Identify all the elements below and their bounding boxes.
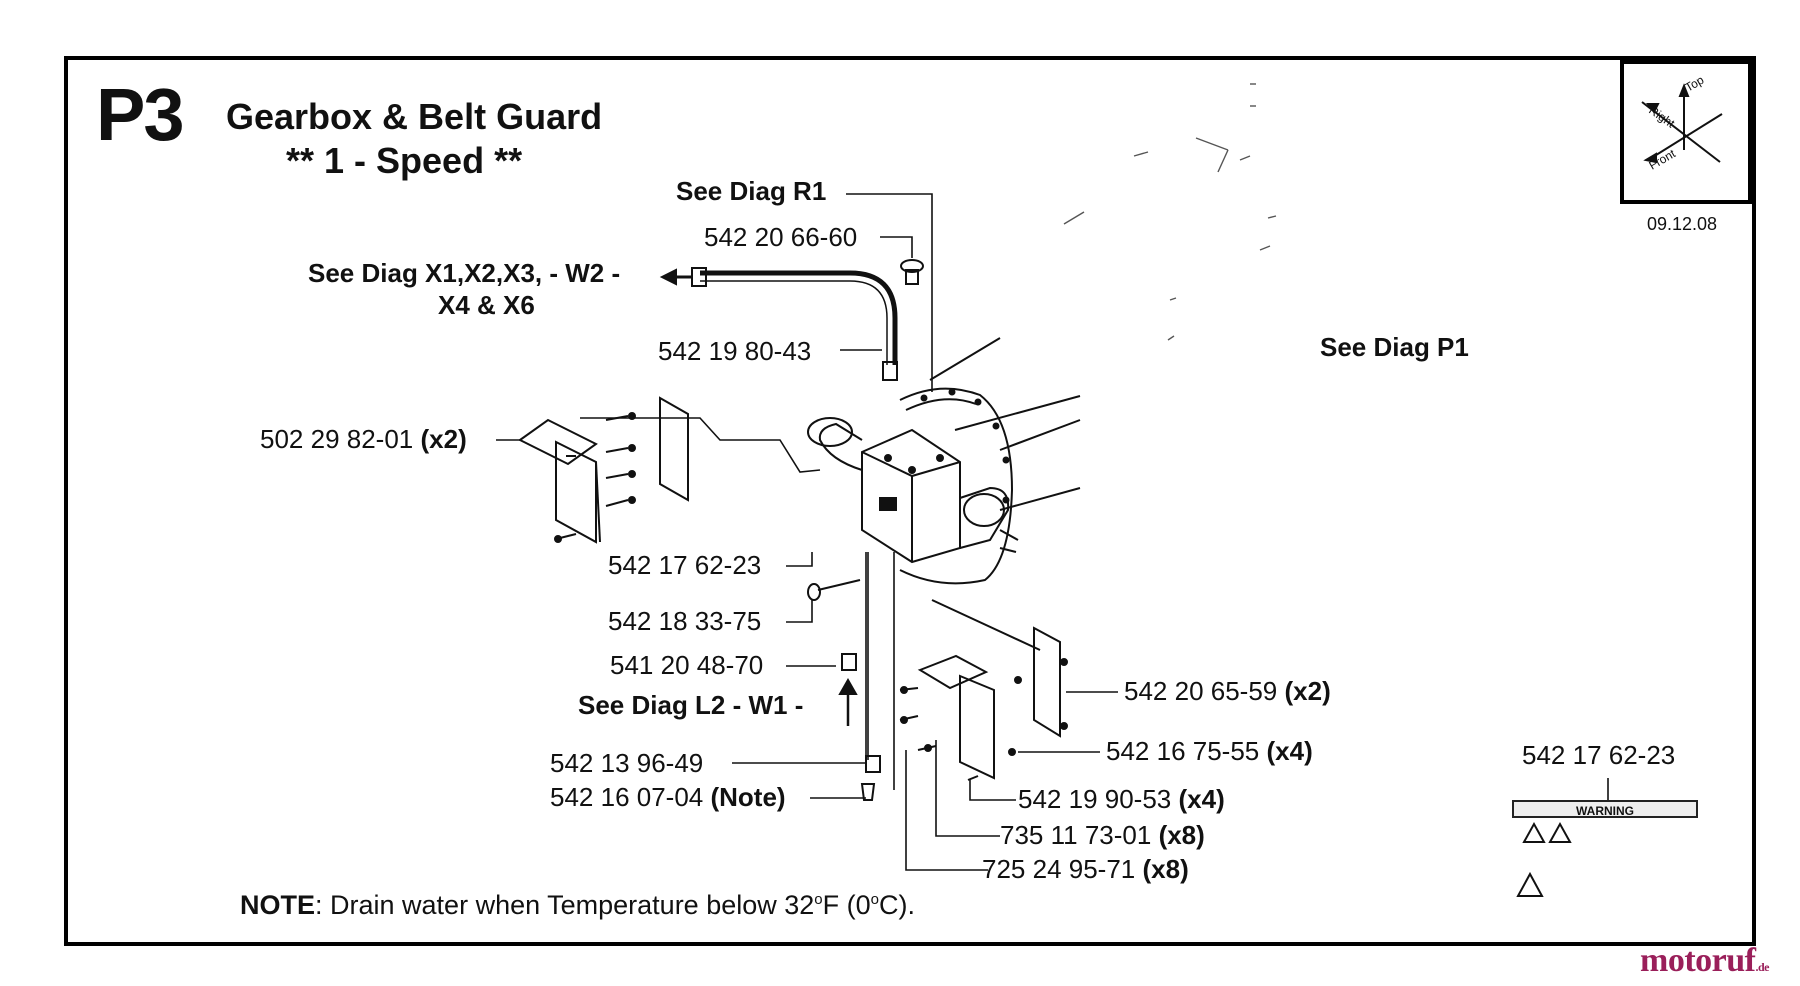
page-title: Gearbox & Belt Guard: [226, 96, 603, 137]
ref-diag-p1: See Diag P1: [1320, 332, 1469, 362]
qty-542160704: (Note): [710, 782, 786, 812]
part-542198043: 542 19 80-43: [658, 336, 812, 366]
part-735117301: 735 11 73-01 (x8): [1000, 820, 1205, 850]
part-542176223: 542 17 62-23: [608, 550, 762, 580]
part-542206660: 542 20 66-60: [704, 222, 858, 252]
part-502298201: 502 29 82-01 (x2): [260, 424, 467, 454]
page-code: P3: [96, 73, 185, 156]
ref-diag-x-line2: X4 & X6: [438, 290, 535, 320]
qty-542167555: (x4): [1266, 736, 1313, 766]
ref-diag-r1: See Diag R1: [676, 176, 827, 206]
right-belt-guard-drawing: [899, 599, 1068, 781]
diagram-frame: [64, 56, 1756, 946]
part-542139649: 542 13 96-49: [550, 748, 704, 778]
part-541204870: 541 20 48-70: [610, 650, 764, 680]
warning-decal: WARNING: [1512, 800, 1698, 818]
part-decal-542176223: 542 17 62-23: [1522, 740, 1676, 770]
qty-502298201: (x2): [420, 424, 467, 454]
note-label: NOTE: [240, 890, 316, 920]
hose-drawing: [659, 267, 898, 381]
qty-542199053: (x4): [1178, 784, 1225, 814]
revision-date: 09.12.08: [1647, 214, 1718, 234]
drum-housing-drawing: [899, 337, 1081, 585]
qty-735117301: (x8): [1158, 820, 1205, 850]
orientation-box: [1620, 60, 1752, 204]
page-subtitle: ** 1 - Speed **: [286, 140, 523, 181]
qty-725249571: (x8): [1142, 854, 1189, 884]
warning-triangle-icon: [1516, 821, 1572, 897]
ref-diag-x: See Diag X1,X2,X3, - W2 -: [308, 258, 621, 288]
arrow-up-icon: [838, 677, 858, 726]
part-542199053: 542 19 90-53 (x4): [1018, 784, 1225, 814]
qty-542206559: (x2): [1284, 676, 1331, 706]
part-542167555: 542 16 75-55 (x4): [1106, 736, 1313, 766]
drain-note: NOTE: Drain water when Temperature below…: [240, 890, 915, 920]
gearbox-drawing: [807, 417, 1019, 564]
drain-fittings-drawing: [807, 552, 881, 801]
part-542183375: 542 18 33-75: [608, 606, 762, 636]
orientation-axes-icon: [1641, 83, 1723, 164]
breather-cap-drawing: [900, 259, 924, 285]
part-542160704: 542 16 07-04 (Note): [550, 782, 786, 812]
part-542206559: 542 20 65-59 (x2): [1124, 676, 1331, 706]
left-belt-guard-drawing: [518, 396, 689, 544]
part-725249571: 725 24 95-71 (x8): [982, 854, 1189, 884]
faded-frame-hint: [1063, 83, 1277, 341]
watermark-logo: motoruf.de: [1640, 942, 1769, 979]
leader-lines: [496, 193, 1609, 871]
ref-diag-l2: See Diag L2 - W1 -: [578, 690, 804, 720]
